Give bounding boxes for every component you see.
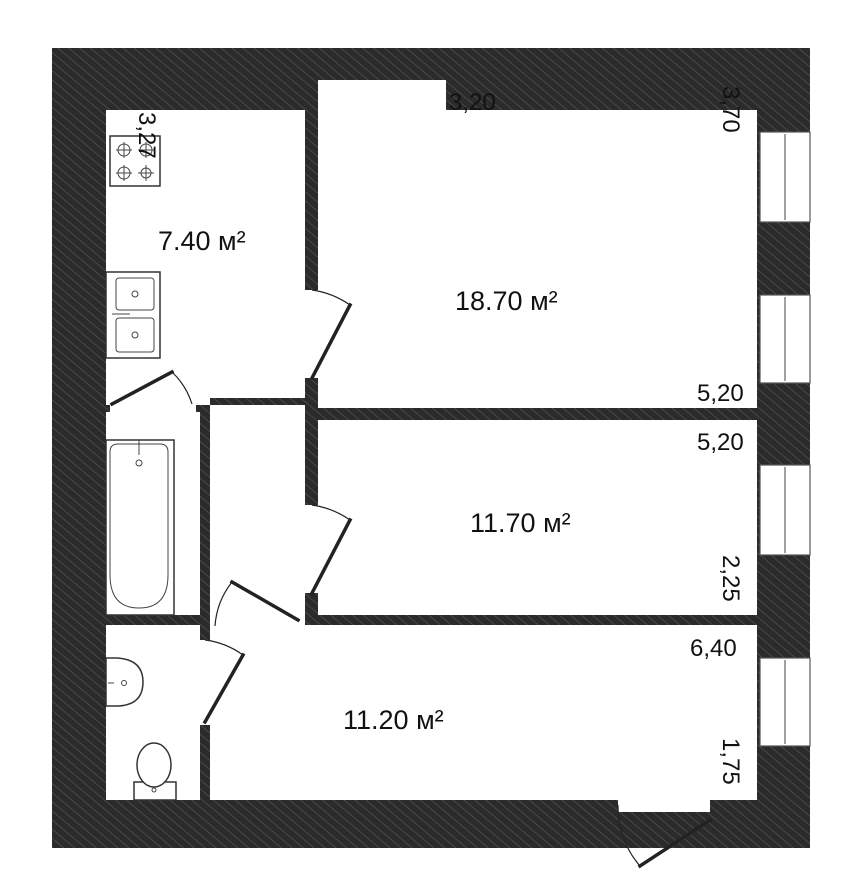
doors: [109, 289, 713, 869]
door-leaf: [229, 579, 301, 623]
dim-room3-side: 1,75: [717, 738, 744, 785]
windows: [759, 131, 811, 747]
door-swing: [171, 371, 193, 405]
door-swing: [311, 504, 351, 521]
door-swing: [204, 639, 244, 656]
bathtub: [105, 439, 175, 616]
dim-room2-side: 2,25: [717, 555, 744, 602]
door-leaf: [109, 369, 175, 407]
room-area-hall: 11.20 м²: [343, 705, 444, 735]
room-area-room-1: 18.70 м²: [455, 286, 558, 316]
door-swing: [311, 289, 351, 306]
room-area-kitchen: 7.40 м²: [158, 226, 246, 256]
room-area-room-2: 11.70 м²: [470, 508, 571, 538]
dim-room3-top: 6,40: [690, 635, 737, 662]
walls: [52, 48, 810, 848]
door-leaf: [309, 517, 353, 596]
door-swing: [617, 804, 641, 867]
dim-room2-top: 5,20: [697, 429, 744, 456]
door-leaf: [202, 652, 246, 725]
dim-kitchen-width: 3,27: [133, 112, 160, 159]
door-openings: [110, 290, 710, 812]
dim-room1-bottom: 5,20: [697, 380, 744, 407]
stove: [109, 135, 161, 187]
dim-room1-top: 3,20: [449, 89, 496, 116]
sink-double: [105, 271, 161, 359]
washbasin: [105, 657, 144, 707]
door-leaf: [309, 302, 353, 381]
door-leaf: [637, 817, 713, 869]
door-swing: [214, 581, 233, 627]
dim-room1-side: 3,70: [717, 86, 744, 133]
toilet: [133, 742, 177, 801]
